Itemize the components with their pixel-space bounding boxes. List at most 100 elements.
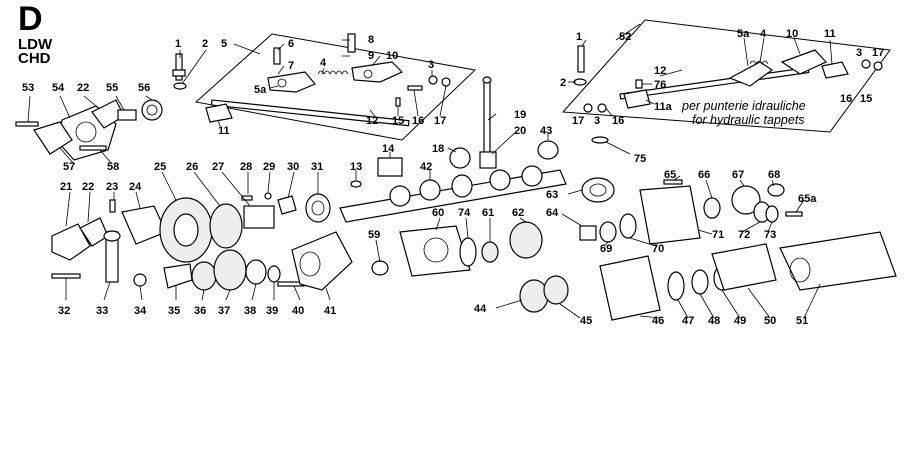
callout-34: 34 — [134, 305, 147, 317]
washer-right-17 — [583, 61, 883, 113]
camshaft-42 — [339, 165, 567, 223]
callout-61: 61 — [482, 207, 494, 219]
callout-11a: 11a — [654, 101, 673, 113]
bushing-64 — [579, 225, 597, 241]
gear-44 — [519, 279, 549, 313]
rocker-arm-right-10 — [780, 49, 827, 75]
callout-32: 32 — [58, 305, 70, 317]
callout-25: 25 — [154, 161, 166, 173]
callout-65a: 65a — [798, 193, 817, 205]
callout-70: 70 — [652, 243, 664, 255]
callout-38: 38 — [244, 305, 256, 317]
callout-2: 2 — [202, 38, 208, 50]
callout-37: 37 — [218, 305, 230, 317]
callout-54: 54 — [52, 82, 65, 94]
callout-45: 45 — [580, 315, 592, 327]
callout-5a-right: 5a — [737, 28, 750, 40]
washer-left-2 — [173, 82, 187, 90]
callout-30: 30 — [287, 161, 299, 173]
callout-68: 68 — [768, 169, 780, 181]
callout-28: 28 — [240, 161, 252, 173]
callout-24: 24 — [129, 181, 142, 193]
callout-60: 60 — [432, 207, 444, 219]
callout-72: 72 — [738, 229, 750, 241]
callout-36: 36 — [194, 305, 206, 317]
callout-10: 10 — [386, 50, 398, 62]
callout-48: 48 — [708, 315, 720, 327]
callout-76: 76 — [654, 79, 666, 91]
cover-21 — [51, 223, 91, 261]
engine-code-chd: CHD — [18, 50, 51, 67]
gear-45 — [543, 275, 569, 305]
screw-left-8 — [347, 33, 356, 53]
screw-left-6 — [273, 47, 281, 65]
callout-10-right: 10 — [786, 28, 798, 40]
support-right-11a — [623, 89, 651, 109]
callout-22: 22 — [82, 181, 94, 193]
gear-36 — [191, 261, 217, 291]
callout-5a: 5a — [254, 84, 267, 96]
pin-left-16 — [407, 85, 423, 91]
callout-1-right: 1 — [576, 31, 582, 43]
hub-24 — [121, 205, 167, 245]
stud-left-1 — [172, 53, 186, 81]
callout-27: 27 — [212, 161, 224, 173]
gear-62 — [509, 221, 543, 259]
note-hydraulic-it: per punterie idrauliche — [682, 99, 806, 113]
callout-6: 6 — [288, 38, 294, 50]
tappet-20 — [479, 151, 497, 169]
callout-8: 8 — [368, 34, 374, 46]
callout-47: 47 — [682, 315, 694, 327]
ring-68 — [767, 183, 785, 197]
section-letter: D — [18, 0, 43, 38]
support-left-11 — [205, 103, 233, 123]
callout-20: 20 — [514, 125, 526, 137]
gear-26 — [209, 203, 243, 249]
callout-4: 4 — [320, 57, 327, 69]
callout-35: 35 — [168, 305, 180, 317]
ring-70 — [619, 213, 637, 239]
washer-left-17 — [441, 77, 451, 87]
callout-16-right: 16 — [840, 93, 852, 105]
spring-left-4 — [317, 70, 349, 75]
fitting-55 — [117, 109, 137, 121]
callout-56: 56 — [138, 82, 150, 94]
callout-12: 12 — [366, 115, 378, 127]
housing-51 — [779, 231, 897, 291]
callout-17-right: 17 — [872, 47, 884, 59]
callout-22-top: 22 — [77, 82, 89, 94]
rocker-assembly-panel — [194, 33, 477, 141]
callout-4-right: 4 — [760, 28, 767, 40]
callout-46: 46 — [652, 315, 664, 327]
seal-67 — [731, 185, 761, 215]
washer-right-3 — [597, 59, 871, 113]
callout-23: 23 — [106, 181, 118, 193]
callout-17-right-low: 17 — [572, 115, 584, 127]
callout-44: 44 — [474, 303, 487, 315]
pin-left-15 — [395, 97, 401, 107]
callout-69: 69 — [600, 243, 612, 255]
callout-31: 31 — [311, 161, 323, 173]
callout-52: 52 — [619, 31, 631, 43]
spacer-27 — [243, 205, 275, 229]
callout-55: 55 — [106, 82, 118, 94]
gasket-63 — [581, 177, 615, 203]
callout-18: 18 — [432, 143, 444, 155]
callout-67: 67 — [732, 169, 744, 181]
callout-7: 7 — [288, 60, 294, 72]
callout-17: 17 — [434, 115, 446, 127]
callout-21: 21 — [60, 181, 72, 193]
callout-74: 74 — [458, 207, 471, 219]
gear-61 — [481, 241, 499, 263]
bearing-69 — [599, 221, 617, 243]
callout-53: 53 — [22, 82, 34, 94]
ring-29 — [264, 192, 272, 200]
engine-code-ldw: LDW — [18, 36, 53, 53]
callout-75: 75 — [634, 153, 646, 165]
callout-11-right: 11 — [824, 28, 836, 40]
callout-51: 51 — [796, 315, 808, 327]
screw-65 — [663, 179, 683, 185]
bushing-18 — [449, 147, 471, 169]
callout-15: 15 — [392, 115, 404, 127]
